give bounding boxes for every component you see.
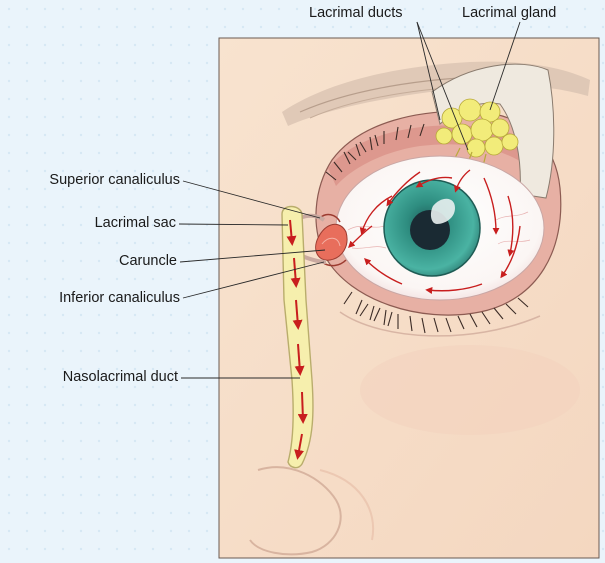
label-superior-canaliculus: Superior canaliculus — [0, 172, 180, 189]
label-lacrimal-ducts: Lacrimal ducts — [309, 5, 402, 22]
label-nasolacrimal-duct: Nasolacrimal duct — [0, 369, 178, 386]
label-lacrimal-gland: Lacrimal gland — [462, 5, 556, 22]
label-inferior-canaliculus: Inferior canaliculus — [0, 290, 180, 307]
label-lacrimal-sac: Lacrimal sac — [0, 215, 176, 232]
label-caruncle: Caruncle — [0, 253, 177, 270]
